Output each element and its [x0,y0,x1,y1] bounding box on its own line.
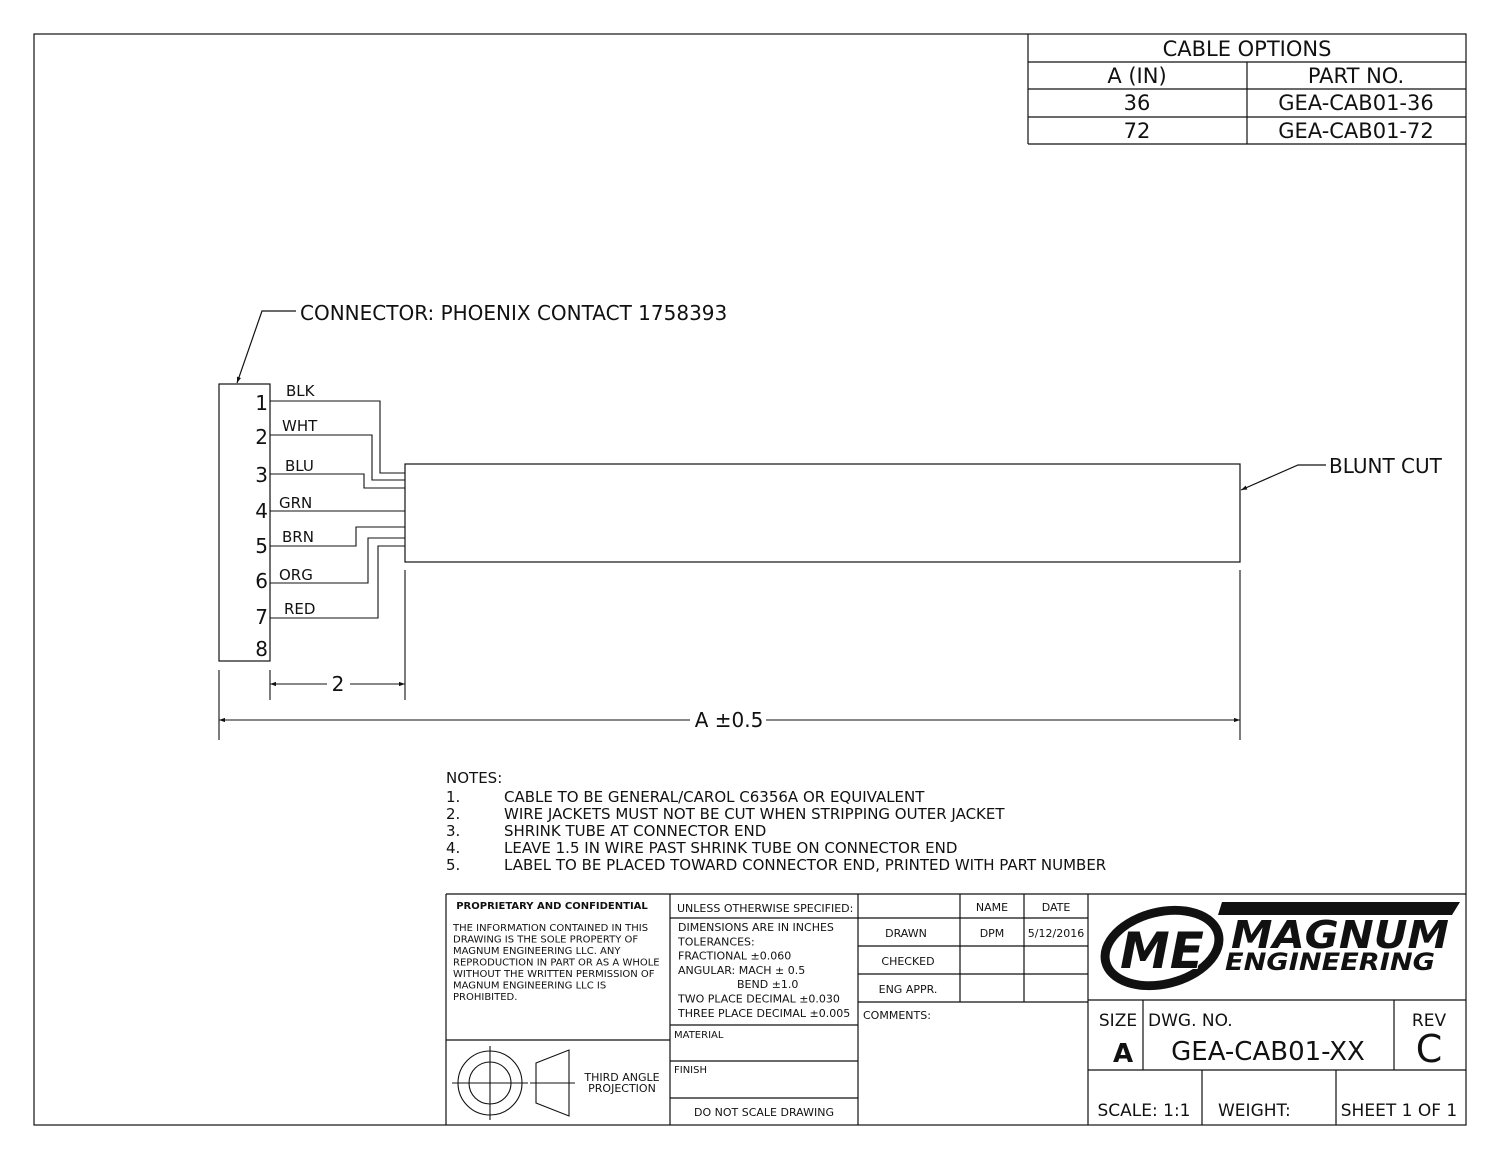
date-header: DATE [1042,901,1071,914]
size-value: A [1113,1039,1133,1069]
rev-label: REV [1412,1011,1447,1031]
note-text: CABLE TO BE GENERAL/CAROL C6356A OR EQUI… [504,788,925,806]
pin-number: 1 [255,391,268,415]
wire-label: ORG [279,566,313,584]
drawn-date: 5/12/2016 [1028,927,1084,940]
cable-option-part: GEA-CAB01-36 [1278,91,1433,115]
unless-specified: UNLESS OTHERWISE SPECIFIED: [677,902,853,915]
overall-dimension-value: A ±0.5 [695,708,764,732]
name-header: NAME [976,901,1008,914]
projection-label: THIRD ANGLE [583,1071,659,1084]
tolerance-line: BEND ±1.0 [737,978,798,991]
pin-number: 5 [255,534,268,558]
material-label: MATERIAL [674,1030,724,1041]
notes-heading: NOTES: [446,769,502,787]
connector-leader [236,310,296,384]
wire-label: BLK [286,382,316,400]
wire-brn [270,526,405,547]
wire-red [270,545,405,619]
cable-option-part: GEA-CAB01-72 [1278,119,1433,143]
cable-option-a: 72 [1124,119,1151,143]
rev-value: C [1416,1027,1443,1071]
blunt-cut-leader [1240,464,1326,491]
wire-label: BRN [282,528,314,546]
note-number: 5. [446,856,460,874]
svg-text:ME: ME [1120,922,1204,980]
pin-number: 4 [255,499,268,523]
wire-label: RED [284,600,315,618]
wire-label: GRN [279,494,312,512]
finish-label: FINISH [674,1065,707,1076]
tolerance-line: TWO PLACE DECIMAL ±0.030 [677,993,840,1006]
cable-option-a: 36 [1124,91,1151,115]
note-text: LABEL TO BE PLACED TOWARD CONNECTOR END,… [504,856,1106,874]
proprietary-title: PROPRIETARY AND CONFIDENTIAL [456,901,648,912]
connector-body [218,383,271,662]
cable-options-title: CABLE OPTIONS [1163,37,1332,61]
logo-engineering: ENGINEERING [1225,948,1435,976]
wire-blk [270,400,405,474]
note-text: WIRE JACKETS MUST NOT BE CUT WHEN STRIPP… [504,805,1005,823]
wire-blu [270,473,405,489]
tolerance-line: THREE PLACE DECIMAL ±0.005 [677,1007,850,1020]
tolerance-line: FRACTIONAL ±0.060 [678,950,791,963]
cable-options-col-part: PART NO. [1308,64,1404,88]
projection-label: PROJECTION [588,1082,656,1095]
dwg-no: GEA-CAB01-XX [1171,1037,1365,1067]
size-label: SIZE [1099,1011,1137,1031]
wire-wht [270,434,405,481]
cable-options-col-a: A (IN) [1107,64,1166,88]
eng-appr-label: ENG APPR. [879,983,938,996]
tolerance-line: TOLERANCES: [677,935,755,948]
cable-jacket [404,463,1241,563]
proprietary-line: PROHIBITED. [453,992,517,1003]
note-text: LEAVE 1.5 IN WIRE PAST SHRINK TUBE ON CO… [504,839,957,857]
blunt-cut-label: BLUNT CUT [1329,454,1443,478]
weight-label: WEIGHT: [1218,1101,1291,1121]
tolerance-line: DIMENSIONS ARE IN INCHES [678,921,834,934]
pin-number: 2 [255,425,268,449]
cable-options-table [1027,34,1466,145]
dwg-no-label: DWG. NO. [1148,1011,1233,1031]
wire-label: BLU [285,457,314,475]
note-number: 4. [446,839,460,857]
scale-label: SCALE: 1:1 [1098,1101,1191,1121]
wire-org [270,537,405,584]
checked-label: CHECKED [881,955,934,968]
pin-number: 6 [255,569,268,593]
title-block-grid [445,893,1466,1125]
note-number: 1. [446,788,460,806]
tolerance-line: ANGULAR: MACH ± 0.5 [678,964,805,977]
do-not-scale: DO NOT SCALE DRAWING [694,1106,834,1119]
sheet-label: SHEET 1 OF 1 [1341,1101,1457,1121]
third-angle-projection-symbol [452,1046,575,1120]
pin-number: 7 [255,605,268,629]
connector-label: CONNECTOR: PHOENIX CONTACT 1758393 [300,301,727,325]
note-number: 2. [446,805,460,823]
pin-number: 8 [255,637,268,661]
proprietary-line: DRAWING IS THE SOLE PROPERTY OF [453,935,638,946]
proprietary-line: REPRODUCTION IN PART OR AS A WHOLE [453,958,660,969]
proprietary-line: MAGNUM ENGINEERING LLC IS [453,981,606,992]
drawn-name: DPM [980,927,1005,940]
strip-dimension-value: 2 [332,672,345,696]
note-text: SHRINK TUBE AT CONNECTOR END [504,822,766,840]
proprietary-line: THE INFORMATION CONTAINED IN THIS [452,923,648,934]
pin-number: 3 [255,463,268,487]
logo-magnum: MAGNUM [1231,913,1449,957]
wire-label: WHT [282,417,318,435]
note-number: 3. [446,822,460,840]
sheet-border [33,33,1467,1126]
proprietary-line: WITHOUT THE WRITTEN PERMISSION OF [453,969,655,980]
magnum-engineering-logo: ME MAGNUM ENGINEERING [1100,902,1460,991]
drawn-label: DRAWN [885,927,927,940]
comments-label: COMMENTS: [863,1009,931,1022]
proprietary-line: MAGNUM ENGINEERING LLC. ANY [453,946,621,957]
